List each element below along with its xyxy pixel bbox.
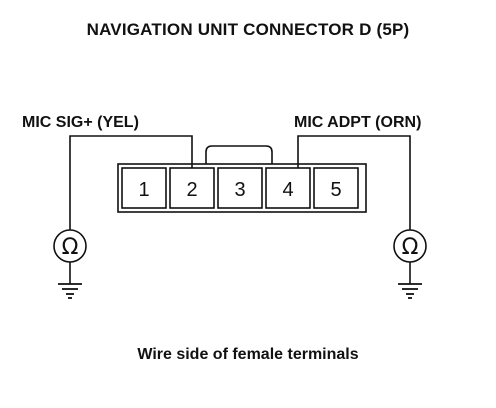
connector-lock-tab [205,145,273,164]
right-probe-wire [297,135,411,230]
left-probe-wire [69,135,193,230]
terminal-number: 4 [282,179,293,201]
terminal-number: 3 [234,179,245,201]
connector-housing [117,163,367,213]
terminal-number: 1 [138,179,149,201]
mic-adpt-label: MIC ADPT (ORN) [294,114,422,131]
terminal-cell-1 [121,167,167,209]
diagram-title: NAVIGATION UNIT CONNECTOR D (5P) [86,20,410,39]
terminal-cell-5 [313,167,359,209]
terminal-number: 2 [186,179,197,201]
terminal-number: 5 [330,179,341,201]
ground-icon [58,283,82,299]
ground-icon [398,283,422,299]
diagram-caption: Wire side of female terminals [137,346,359,363]
terminal-cell-4 [265,167,311,209]
ohmmeter-icon: Ω [62,235,79,260]
terminal-cell-3 [217,167,263,209]
ohmmeter-icon: Ω [402,235,419,260]
mic-sig-label: MIC SIG+ (YEL) [22,114,139,131]
